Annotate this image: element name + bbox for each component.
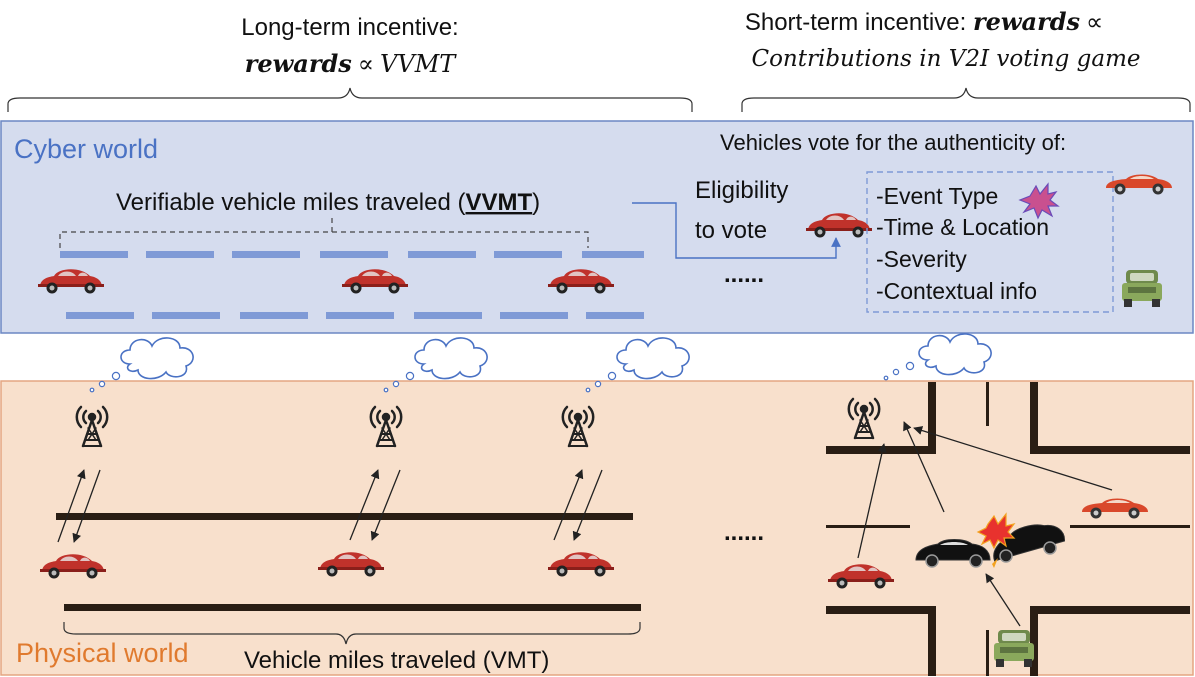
vote-item-event-type: -Event Type	[876, 183, 998, 209]
reward-term: rewards	[973, 7, 1081, 36]
eligibility-line2: to vote	[695, 217, 767, 244]
v2i-arrows	[57, 469, 603, 543]
vmt-brace	[63, 622, 641, 645]
report-arrows	[857, 421, 1113, 627]
highway-road-upper	[56, 513, 633, 520]
vote-title: Vehicles vote for the authenticity of:	[720, 130, 1066, 155]
cloud-icon	[918, 333, 992, 376]
cyber-world-label: Cyber world	[14, 134, 158, 164]
reward-term: rewards	[245, 49, 353, 78]
explosion-icon	[1018, 182, 1060, 220]
cloud-icon	[414, 337, 488, 380]
vvmt-label: Verifiable vehicle miles traveled (VVMT)	[116, 189, 540, 216]
eligibility-line1: Eligibility	[695, 177, 788, 204]
proportional-symbol: ∝	[1086, 9, 1103, 36]
cloud-trail-dots	[89, 361, 915, 393]
vote-items-box	[866, 171, 1114, 313]
vote-item-time-location: -Time & Location	[876, 214, 1049, 240]
vvmt-abbr: VVMT	[466, 189, 533, 216]
crash-icon	[915, 512, 1065, 568]
vvmt-term: VVMT	[380, 50, 457, 78]
short-term-prefix: Short-term incentive:	[745, 9, 973, 36]
cyber-ellipsis: ......	[724, 261, 764, 288]
vvmt-label-suffix: )	[532, 189, 540, 216]
cloud-icon	[616, 337, 690, 380]
intersection-roads	[826, 382, 1190, 676]
vote-item-severity: -Severity	[876, 246, 967, 272]
short-term-incentive-title: Short-term incentive: rewards∝	[745, 7, 1103, 36]
vvmt-bracket	[59, 214, 589, 248]
cyber-lane-markings	[60, 251, 644, 319]
long-term-reward-formula: rewards∝VVMT	[245, 49, 458, 78]
physical-world-label: Physical world	[16, 638, 189, 668]
physical-ellipsis: ......	[724, 519, 764, 546]
long-term-brace	[7, 87, 693, 112]
vote-item-contextual-info: -Contextual info	[876, 278, 1037, 304]
vvmt-eligibility-connector	[632, 202, 841, 259]
highway-road-lower	[64, 604, 641, 611]
long-term-incentive-title: Long-term incentive:	[241, 14, 458, 41]
proportional-symbol: ∝	[358, 50, 374, 78]
short-term-brace	[741, 87, 1191, 112]
short-term-contributions: Contributions in V2I voting game	[751, 46, 1140, 72]
vvmt-label-prefix: Verifiable vehicle miles traveled (	[116, 189, 466, 216]
cyber-world-panel	[0, 120, 1194, 334]
vmt-label: Vehicle miles traveled (VMT)	[244, 647, 549, 674]
cloud-icon	[120, 337, 194, 380]
